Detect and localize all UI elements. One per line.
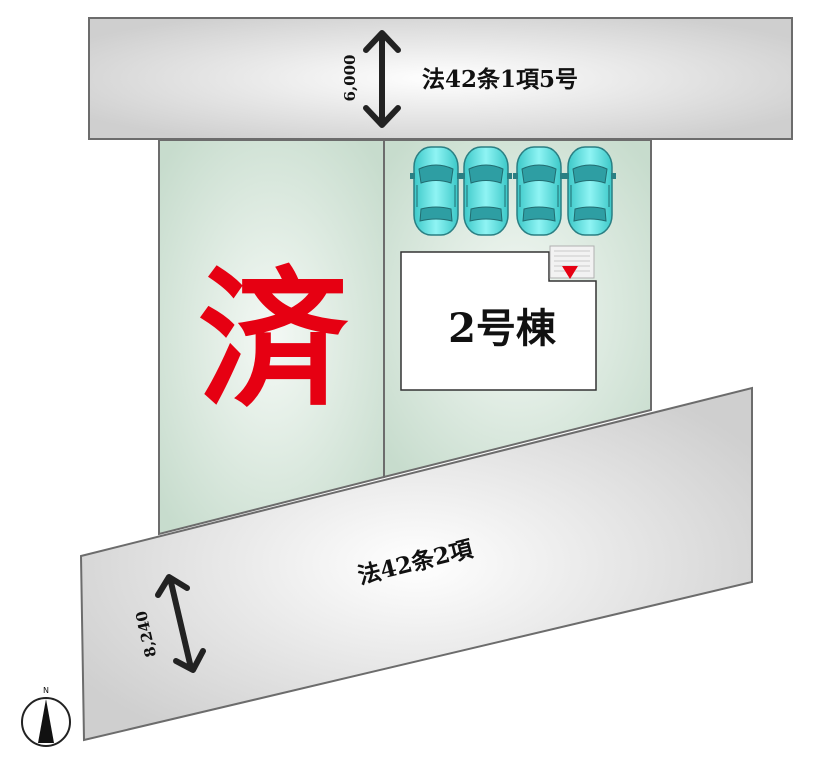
road-bottom-width-arrow [155, 574, 206, 673]
building-label: 2号棟 [448, 305, 557, 352]
building-footprint [400, 245, 597, 391]
road-top-label: 法42条1項5号 [422, 66, 578, 93]
car-icon [563, 146, 617, 236]
road-bottom [79, 386, 753, 742]
road-top-width-label: 6,000 [341, 55, 359, 102]
car-icon [409, 146, 463, 236]
compass-north-label: N [43, 686, 49, 695]
car-icon [512, 146, 566, 236]
road-top-width-arrow [363, 30, 401, 128]
entrance-marker-icon [562, 266, 578, 279]
sold-stamp: 済 [198, 252, 349, 428]
entrance-texture [554, 250, 590, 272]
road-top [88, 17, 793, 140]
compass-icon [21, 697, 71, 747]
car-icon [459, 146, 513, 236]
